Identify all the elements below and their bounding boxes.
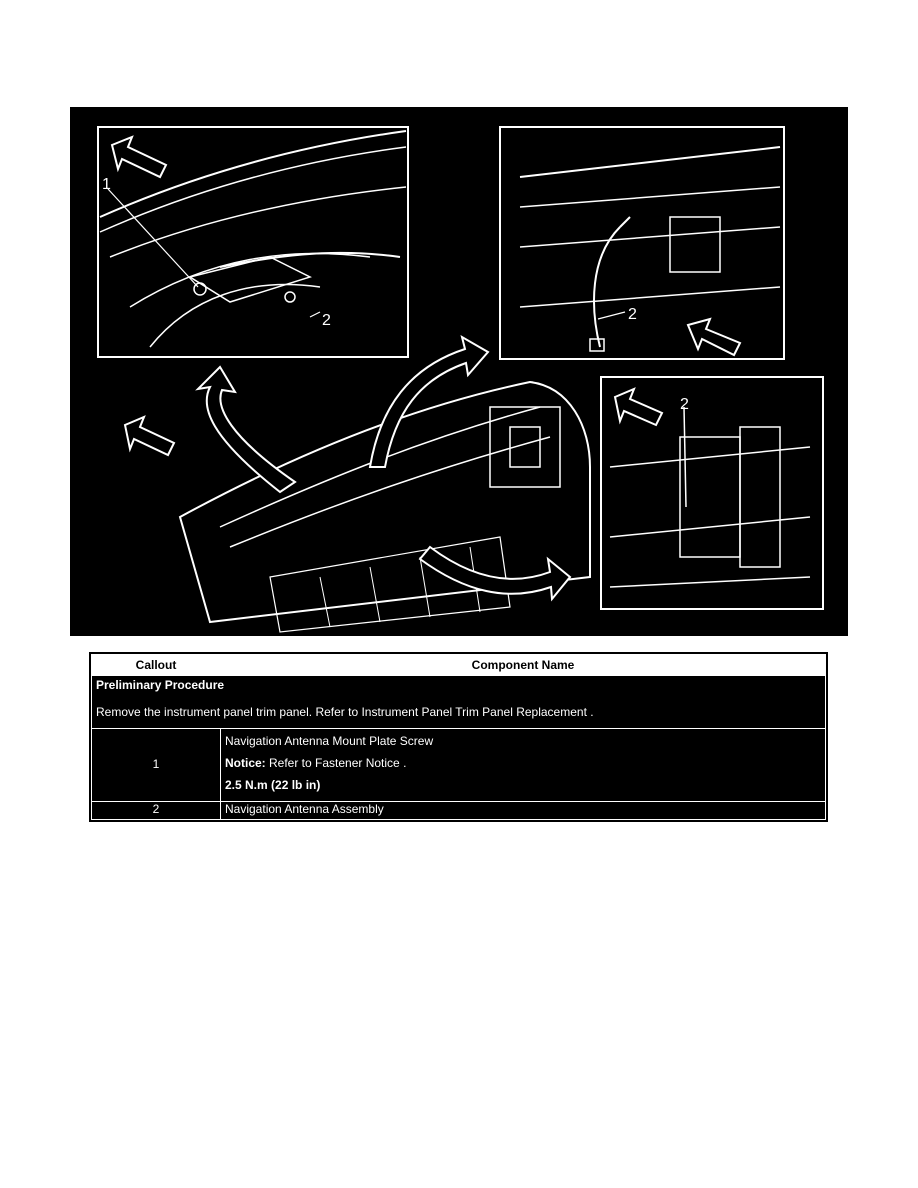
curved-arrow-icon — [368, 334, 490, 468]
service-illustration: 1 2 2 2 — [70, 107, 848, 636]
curved-arrow-icon — [195, 365, 297, 494]
leader-line — [683, 406, 687, 508]
table-row: 1 Navigation Antenna Mount Plate Screw N… — [91, 727, 826, 803]
direction-arrow-icon — [123, 415, 176, 457]
main-dashboard-view — [123, 334, 591, 633]
notice-label: Notice: — [225, 755, 266, 770]
callout-label: 2 — [628, 306, 637, 323]
preliminary-procedure-cell: Preliminary Procedure Remove the instrum… — [91, 675, 826, 729]
callout-number: 2 — [91, 801, 221, 820]
callout-label: 2 — [322, 312, 331, 329]
callout-table: Callout Component Name Preliminary Proce… — [89, 652, 828, 822]
component-cell: Navigation Antenna Mount Plate Screw Not… — [220, 727, 826, 803]
inset-detail-2: 2 — [499, 126, 785, 360]
preliminary-procedure-row: Preliminary Procedure Remove the instrum… — [91, 675, 826, 729]
preliminary-procedure-text: Remove the instrument panel trim panel. … — [96, 705, 594, 719]
leader-line — [107, 188, 199, 288]
header-component-name: Component Name — [220, 654, 826, 676]
direction-arrow-icon — [686, 317, 742, 357]
callout-number: 1 — [91, 727, 221, 803]
antenna-cable — [593, 226, 621, 348]
callout-table-grid: Callout Component Name Preliminary Proce… — [91, 654, 826, 820]
callout-label: 2 — [680, 396, 689, 413]
illustration-svg: 1 2 2 2 — [70, 107, 848, 636]
table-row: 2 Navigation Antenna Assembly — [91, 801, 826, 820]
header-callout: Callout — [91, 654, 221, 676]
table-header-row: Callout Component Name — [91, 654, 826, 676]
component-name: Navigation Antenna Mount Plate Screw — [225, 733, 434, 748]
torque-spec: 2.5 N.m (22 lb in) — [225, 777, 321, 792]
callout-label: 1 — [102, 176, 111, 193]
inset-detail-1: 1 2 — [97, 126, 409, 358]
leader-line — [597, 311, 626, 320]
direction-arrow-icon — [110, 135, 168, 179]
curved-arrow-icon — [418, 545, 572, 602]
inset-detail-3: 2 — [600, 376, 824, 610]
component-name: Navigation Antenna Assembly — [220, 801, 826, 820]
direction-arrow-icon — [613, 387, 664, 427]
notice-line: Notice: Refer to Fastener Notice . — [225, 756, 821, 771]
notice-text: Refer to Fastener Notice . — [265, 755, 407, 770]
preliminary-procedure-title: Preliminary Procedure — [96, 678, 225, 692]
